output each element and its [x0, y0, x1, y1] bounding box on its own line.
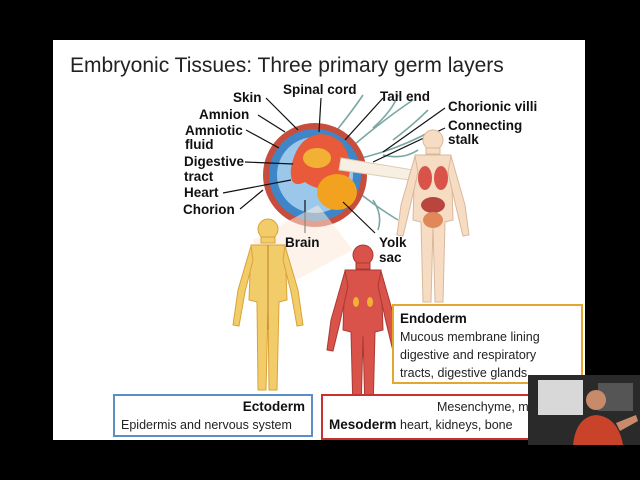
- presenter-image: [528, 375, 640, 445]
- slide: Embryonic Tissues: Three primary germ la…: [53, 40, 585, 440]
- ectoderm-heading: Ectoderm: [242, 399, 305, 414]
- label-chorion: Chorion: [183, 202, 235, 217]
- label-amnion: Amnion: [199, 107, 250, 122]
- label-amniotic: Amniotic: [185, 123, 243, 138]
- label-chorionic-villi: Chorionic villi: [448, 99, 538, 114]
- label-yolk: Yolk: [379, 235, 407, 250]
- mesoderm-figure: [326, 244, 400, 413]
- label-fluid: fluid: [185, 137, 214, 152]
- label-brain: Brain: [285, 235, 320, 250]
- label-connecting: Connecting: [448, 118, 523, 133]
- endoderm-heading: Endoderm: [400, 311, 467, 326]
- endoderm-line-2: digestive and respiratory: [400, 348, 537, 362]
- ectoderm-figure: [232, 218, 304, 391]
- label-tract: tract: [184, 169, 214, 184]
- mesoderm-heading: Mesoderm: [329, 417, 397, 432]
- yolk-sac-shape: [317, 174, 357, 210]
- label-skin: Skin: [233, 90, 262, 105]
- label-stalk: stalk: [448, 132, 479, 147]
- endoderm-box: Endoderm Mucous membrane lining digestiv…: [392, 304, 583, 384]
- label-tail-end: Tail end: [380, 89, 431, 104]
- label-digestive: Digestive: [184, 154, 245, 169]
- label-sac: sac: [379, 250, 402, 265]
- endoderm-line-1: Mucous membrane lining: [400, 330, 540, 344]
- ectoderm-desc: Epidermis and nervous system: [121, 418, 292, 432]
- ectoderm-box: Ectoderm Epidermis and nervous system: [113, 394, 313, 437]
- embryo-illustration: [222, 94, 470, 413]
- mesoderm-line-1: Mesenchyme, m: [437, 400, 529, 414]
- embryo-gut: [303, 148, 331, 168]
- label-spinal-cord: Spinal cord: [283, 82, 357, 97]
- slide-title: Embryonic Tissues: Three primary germ la…: [70, 54, 504, 77]
- mesoderm-line-2: heart, kidneys, bone: [400, 418, 513, 432]
- label-heart: Heart: [184, 185, 219, 200]
- webcam-overlay: [528, 375, 640, 445]
- endoderm-figure: [396, 129, 470, 303]
- endoderm-line-3: tracts, digestive glands: [400, 366, 528, 380]
